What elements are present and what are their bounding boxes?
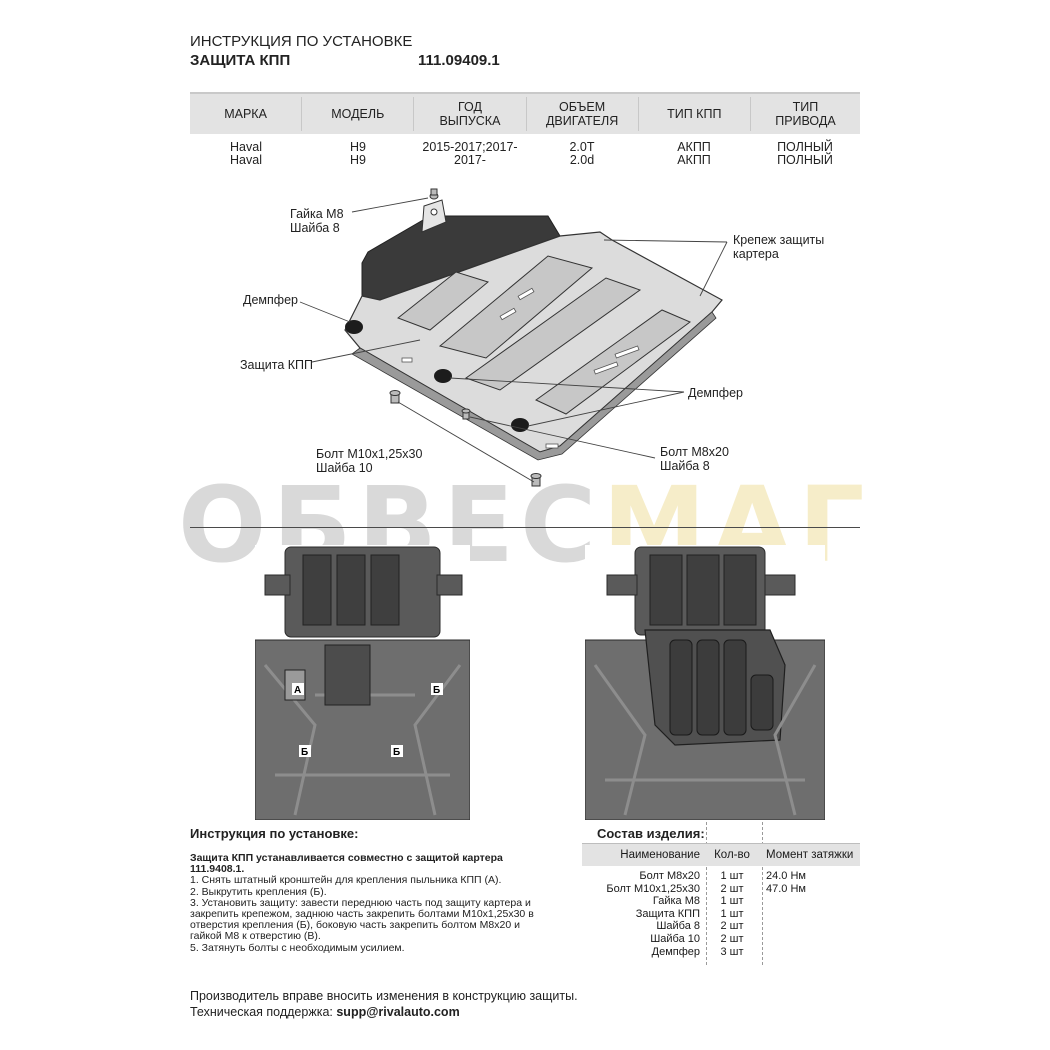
cell: H9 (350, 140, 366, 154)
cell: Haval (230, 153, 262, 167)
nut-icon (429, 188, 439, 200)
cell: ПОЛНЫЙ (777, 140, 833, 154)
product-name: ЗАЩИТА КПП (190, 52, 291, 69)
guard-bracket (421, 199, 447, 233)
bolt-icon (461, 408, 471, 420)
bolt-icon (389, 390, 401, 404)
col-name: Наименование (620, 849, 700, 861)
label-guard: Защита КПП (240, 358, 314, 372)
col-qty: Кол-во (714, 849, 750, 861)
label-damper-left: Демпфер (243, 293, 298, 307)
footer-note: Производитель вправе вносить изменения в… (190, 989, 578, 1003)
divider (190, 527, 860, 528)
cell: АКПП (677, 153, 711, 167)
marker-b: Б (433, 685, 440, 696)
bolt-icon (530, 473, 542, 487)
col-torque: Момент затяжки (766, 849, 854, 861)
instruction-step: отверстия крепления (Б), боковую часть з… (190, 919, 520, 932)
cell: H9 (350, 153, 366, 167)
col-gearbox: ТИП КПП (639, 97, 751, 131)
instruction-step: закрепить крепежом, заднюю часть закрепи… (190, 908, 534, 921)
cell: АКПП (677, 140, 711, 154)
table-row: Haval H9 2017- 2.0d АКПП ПОЛНЫЙ (190, 154, 860, 167)
composition-header: Наименование Кол-во Момент затяжки (582, 843, 860, 866)
composition-table: Наименование Кол-во Момент затяжки Болт … (582, 843, 860, 958)
support-label: Техническая поддержка: (190, 1005, 333, 1019)
damper-icon (511, 418, 529, 432)
marker-a: А (294, 685, 301, 696)
cell: 2.0d (569, 153, 595, 167)
cell: ПОЛНЫЙ (777, 153, 833, 167)
col-model: МОДЕЛЬ (302, 97, 415, 131)
instructions-lead: Защита КПП устанавливается совместно с з… (190, 852, 503, 864)
instruction-step: 2. Выкрутить крепления (Б). (190, 885, 327, 898)
photo-after (585, 545, 825, 820)
instruction-step: 3. Установить защиту: завести переднюю ч… (190, 896, 531, 909)
cell: Haval (230, 140, 262, 154)
instruction-step: 1. Снять штатный кронштейн для крепления… (190, 874, 502, 887)
composition-title: Состав изделия: (597, 826, 705, 841)
cell: 2015-2017;2017- (422, 140, 518, 154)
marker-b: Б (301, 747, 308, 758)
label-damper-right: Демпфер (688, 386, 743, 400)
table-row: Haval H9 2015-2017;2017- 2.0T АКПП ПОЛНЫ… (190, 141, 860, 154)
instruction-step: 5. Затянуть болты с необходимым усилием. (190, 941, 405, 954)
instructions-text: Защита КПП устанавливается совместно с з… (190, 852, 560, 954)
support-line: Техническая поддержка: supp@rivalauto.co… (190, 1004, 460, 1020)
photo-before: А Б Б Б (255, 545, 470, 820)
damper-icon (345, 320, 363, 334)
cell: 2017- (454, 153, 486, 167)
marker-b: Б (393, 747, 400, 758)
guard-diagram (299, 188, 728, 487)
instruction-step: гайкой М8 к отверстию (В). (190, 930, 321, 943)
cell: 2.0T (569, 140, 595, 154)
doc-title: ИНСТРУКЦИЯ ПО УСТАНОВКЕ (190, 33, 413, 50)
article-number: 111.09409.1 (418, 52, 500, 69)
instructions-lead: 111.9408.1. (190, 863, 245, 876)
damper-icon (434, 369, 452, 383)
instructions-title: Инструкция по установке: (190, 826, 359, 841)
col-brand: МАРКА (190, 97, 303, 131)
support-email-link[interactable]: supp@rivalauto.com (336, 1005, 460, 1019)
